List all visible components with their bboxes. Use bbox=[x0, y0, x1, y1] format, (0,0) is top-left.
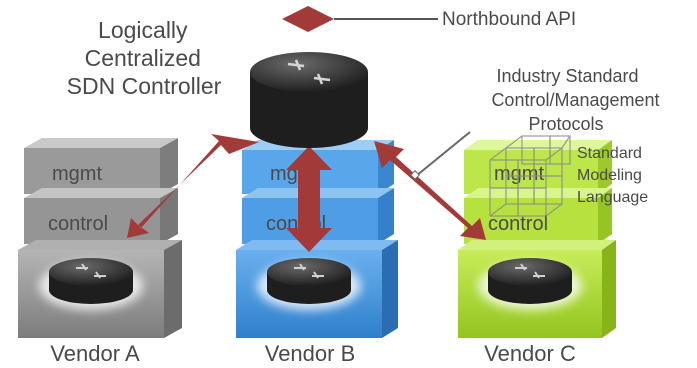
control-arrow-to-vendor-a bbox=[127, 134, 259, 238]
protocols-callout-line bbox=[415, 131, 471, 177]
vendor-a-router-icon bbox=[39, 258, 143, 310]
vendor-a-mgmt-label: mgmt bbox=[52, 163, 102, 185]
modeling-cube-icon bbox=[489, 135, 571, 217]
vendor-c-router-icon bbox=[478, 258, 582, 310]
controller-label: Logically Centralized SDN Controller bbox=[67, 17, 222, 99]
sdn-controller-icon bbox=[250, 52, 368, 148]
vendor-b-router-icon bbox=[257, 258, 361, 310]
vendor-c-control-label: control bbox=[488, 213, 548, 235]
vendor-a-control-label: control bbox=[48, 213, 108, 235]
control-arrow-to-vendor-b bbox=[286, 146, 332, 252]
vendor-b-label: Vendor B bbox=[265, 341, 356, 366]
modeling-language-label: Standard Modeling Language bbox=[577, 145, 648, 206]
vendor-a-label: Vendor A bbox=[50, 341, 140, 366]
protocols-label: Industry Standard Control/Management Pro… bbox=[491, 66, 664, 134]
control-arrow-to-vendor-c bbox=[374, 141, 486, 240]
northbound-arrow bbox=[282, 6, 334, 32]
vendor-c-label: Vendor C bbox=[484, 341, 576, 366]
northbound-api-label: Northbound API bbox=[442, 9, 576, 30]
vendor-c-mgmt-label: mgmt bbox=[494, 163, 544, 185]
vendor-a-stack bbox=[18, 138, 182, 338]
